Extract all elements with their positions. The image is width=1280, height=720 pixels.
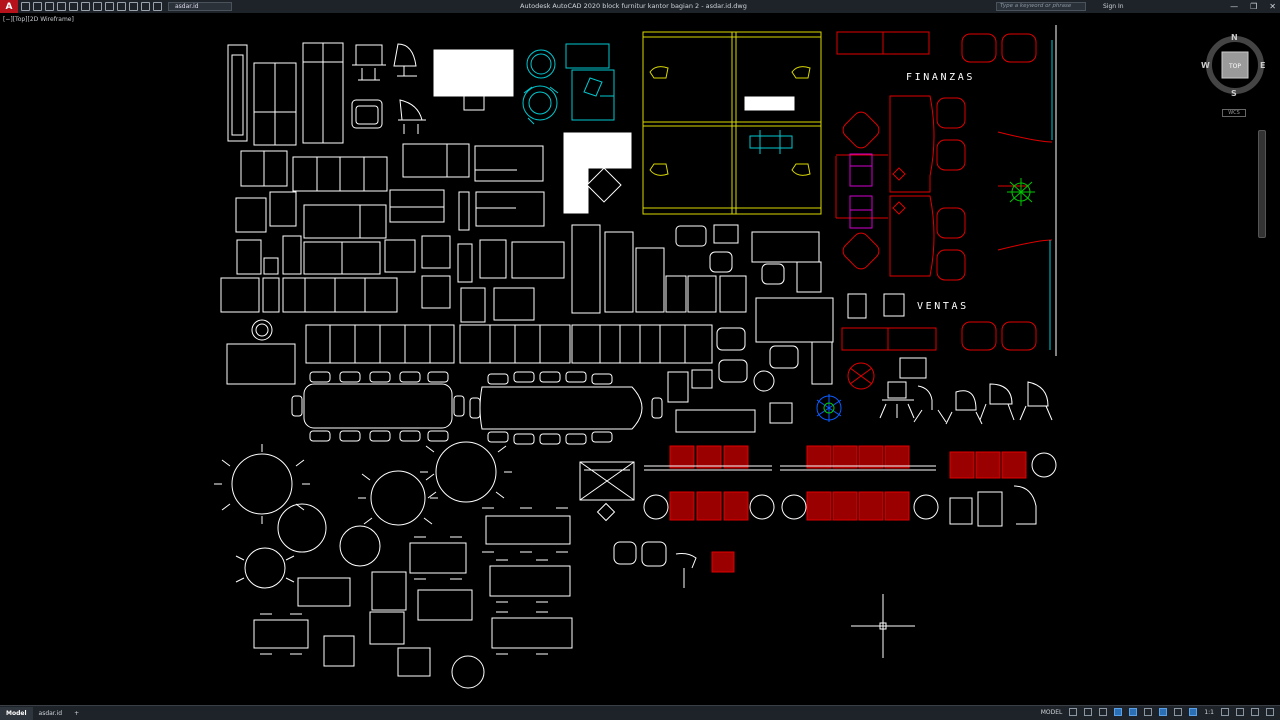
green-plant (1007, 178, 1035, 206)
redo-icon[interactable] (105, 2, 114, 11)
waiting-seats (643, 445, 1057, 573)
search-input[interactable]: Type a keyword or phrase (996, 2, 1086, 11)
label-finanzas: FINANZAS (906, 72, 975, 83)
viewport-controls-label[interactable]: [−][Top][2D Wireframe] (3, 16, 74, 23)
polar-icon[interactable] (1114, 708, 1123, 716)
lightbulb-icon[interactable] (117, 2, 126, 11)
rectangular-tables (253, 507, 573, 677)
viewcube-face[interactable] (1221, 51, 1249, 79)
ortho-icon[interactable] (1099, 708, 1108, 716)
annotation-scale[interactable]: 1:1 (1204, 708, 1214, 716)
sun-icon[interactable] (129, 2, 138, 11)
viewcube[interactable]: TOP (1203, 33, 1267, 97)
sign-in-button[interactable]: Sign In (1103, 3, 1124, 10)
save-icon[interactable] (45, 2, 54, 11)
close-button[interactable]: ✕ (1269, 2, 1276, 11)
grid-icon[interactable] (1069, 708, 1078, 716)
window-controls: — ❐ ✕ (1230, 2, 1276, 11)
cubicle-chair-cyan (749, 130, 793, 154)
label-ventas: VENTAS (917, 301, 969, 312)
model-space-indicator[interactable]: MODEL (1040, 708, 1063, 716)
round-tables (214, 441, 512, 689)
add-layout-button[interactable]: + (74, 709, 80, 717)
restore-button[interactable]: ❐ (1250, 2, 1258, 11)
status-toolbar: MODEL 1:1 (1041, 708, 1274, 716)
white-desk (433, 49, 514, 111)
save-as-icon[interactable] (57, 2, 66, 11)
window-title: Autodesk AutoCAD 2020 block furnitur kan… (520, 2, 747, 10)
lock-icon[interactable] (141, 2, 150, 11)
reception-desk (579, 461, 635, 522)
conference-tables (291, 371, 663, 445)
open-icon[interactable] (33, 2, 42, 11)
cyan-furniture (522, 43, 615, 125)
compass-west[interactable]: W (1201, 61, 1210, 70)
tall-cabinets (571, 224, 747, 314)
otrack-icon[interactable] (1159, 708, 1168, 716)
workspace-dropdown[interactable]: asdar.id (168, 2, 232, 11)
isolate-icon[interactable] (1236, 708, 1244, 716)
annotation-icon[interactable] (1189, 708, 1198, 716)
lineweight-icon[interactable] (1174, 708, 1183, 716)
tab-model[interactable]: Model (0, 706, 33, 720)
crosshair-cursor (851, 594, 915, 658)
plot-icon[interactable] (81, 2, 90, 11)
new-icon[interactable] (21, 2, 30, 11)
customization-icon[interactable] (1266, 708, 1274, 716)
app-menu-button[interactable]: A (0, 0, 18, 13)
green-plant-small (823, 402, 835, 414)
compass-east[interactable]: E (1260, 61, 1266, 70)
l-desk (563, 132, 632, 214)
office-chairs-top (351, 43, 426, 134)
magenta-cabinets (849, 153, 873, 229)
compass-south[interactable]: S (1231, 89, 1237, 98)
cubicle-desk-top (744, 96, 795, 111)
blue-plant (816, 394, 842, 422)
workspace-gear-icon[interactable] (1221, 708, 1229, 716)
chairs-middle (675, 224, 822, 293)
undo-icon[interactable] (93, 2, 102, 11)
layer-color-icon[interactable] (153, 2, 162, 11)
minimize-button[interactable]: — (1230, 2, 1239, 11)
osnap-icon[interactable] (1129, 708, 1138, 716)
isodraft-icon[interactable] (1144, 708, 1153, 716)
drawing-canvas[interactable]: FINANZAS VENTAS (0, 13, 1280, 705)
red-office-layout (835, 31, 1053, 390)
title-bar: A asdar.id Autodesk AutoCAD 2020 block f… (0, 0, 1280, 13)
snap-icon[interactable] (1084, 708, 1093, 716)
tab-layout-asdar[interactable]: asdar.id (38, 709, 63, 717)
web-mobile-icon[interactable] (69, 2, 78, 11)
fullscreen-icon[interactable] (1251, 708, 1259, 716)
wcs-menu[interactable]: WCS (1222, 109, 1246, 117)
lower-cabinets-row (226, 297, 834, 433)
viewcube-face-label: TOP (1228, 63, 1241, 70)
wardrobe-blocks (227, 42, 344, 146)
window-lines (1049, 40, 1053, 350)
task-chairs (847, 293, 1053, 425)
cubicle-workstations (642, 31, 822, 215)
status-bar: Model asdar.id + MODEL 1:1 (0, 705, 1280, 720)
filing-cabinets (220, 143, 565, 323)
compass-north[interactable]: N (1231, 33, 1238, 42)
navigation-bar[interactable] (1258, 130, 1266, 238)
small-chairs-bottom (613, 541, 697, 588)
